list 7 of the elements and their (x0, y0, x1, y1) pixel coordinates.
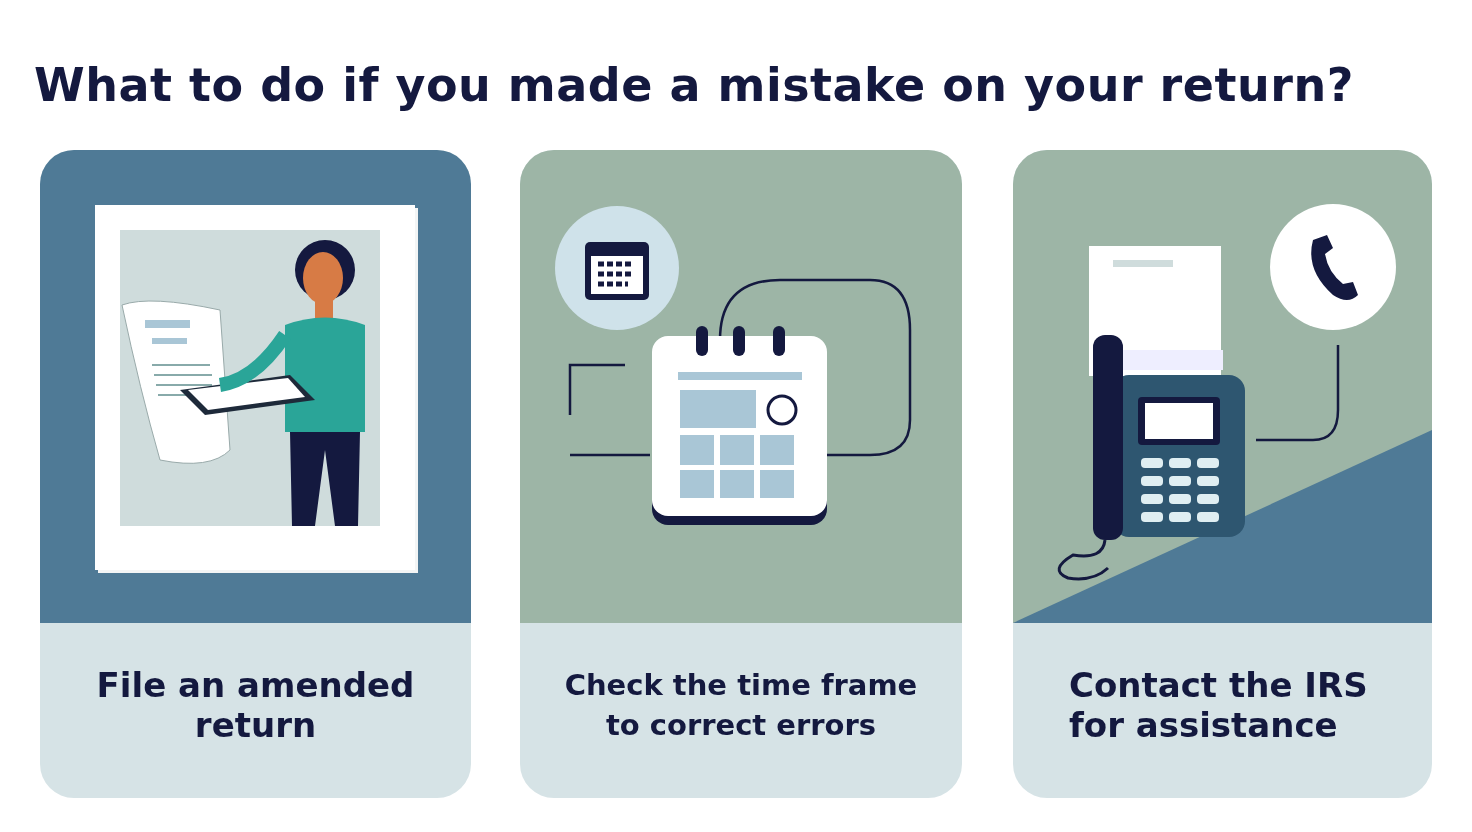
title: What to do if you made a mistake on your return? (34, 58, 1354, 112)
card-label: Check the time frame to correct errors (563, 667, 919, 744)
step-card (1013, 150, 1432, 798)
step-card (40, 150, 471, 798)
step-card (520, 150, 962, 798)
card-label: File an amended return (95, 665, 416, 745)
card-label: Contact the IRS for assistance (1069, 665, 1369, 745)
